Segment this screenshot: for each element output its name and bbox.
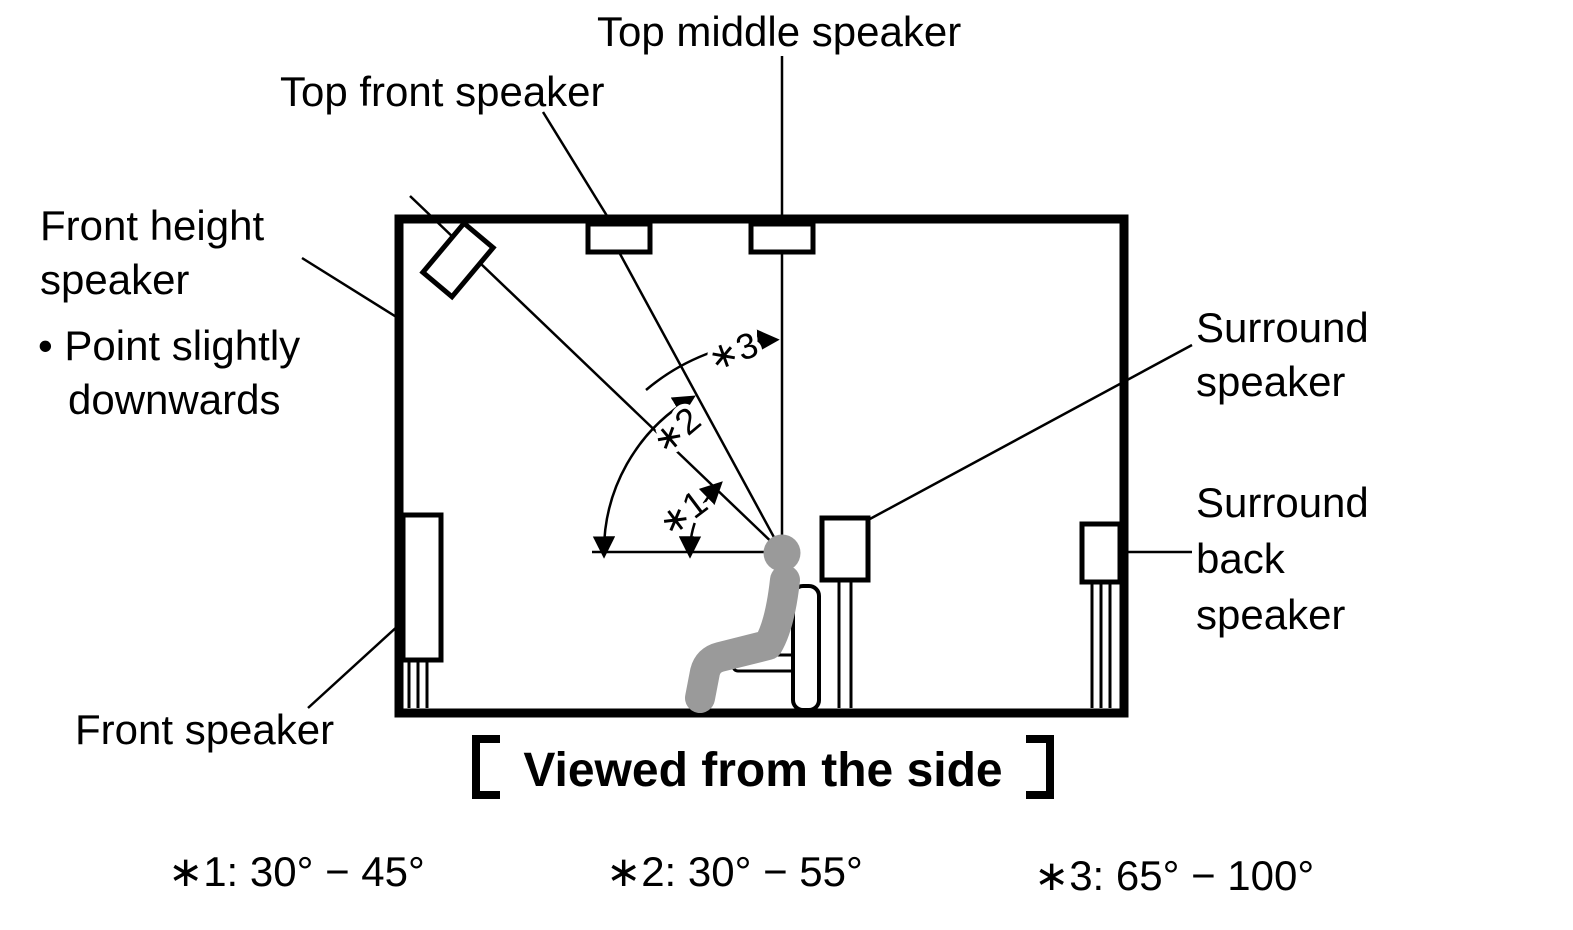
leader-surround [867,343,1193,522]
label-top-middle-speaker: Top middle speaker [597,8,961,55]
legend-item-1: ∗1: 30° − 45° [168,848,425,895]
label-top-front-speaker: Top front speaker [280,68,605,115]
caption: Viewed from the side [472,735,1054,799]
angle-arc-2 [592,395,696,559]
leader-top-front [541,111,614,225]
ray-top-front [617,251,784,553]
front-speaker-box [400,512,444,663]
label-surround-line2: speaker [1196,358,1345,405]
note-front-height-line2: downwards [68,376,280,423]
top-front-speaker-box [585,221,653,255]
listener-figure [685,534,801,713]
listener-head [763,534,801,572]
front-height-speaker-box [419,219,497,301]
leader-front-height [301,256,399,320]
surround-speaker-box [819,515,871,583]
front-speaker-stand [407,660,429,708]
caption-text: Viewed from the side [523,744,1002,797]
label-front-speaker: Front speaker [75,706,334,753]
surround-back-speaker-box [1079,521,1123,585]
note-front-height: • Point slightly downwards [38,322,300,423]
label-surround-back-line1: Surround [1196,479,1369,526]
label-front-height-speaker: Front height speaker [40,202,264,303]
label-front-height-line2: speaker [40,256,189,303]
note-front-height-line1: • Point slightly [38,322,300,369]
top-middle-speaker-box [748,221,816,255]
caption-bracket-left [472,735,500,799]
label-front-height-line1: Front height [40,202,264,249]
listener-body [685,565,800,713]
label-surround-back-line2: back [1196,535,1286,582]
legend-item-2: ∗2: 30° − 55° [606,848,863,895]
angle-arc-3 [645,329,780,391]
label-surround-line1: Surround [1196,304,1369,351]
label-surround-back-line3: speaker [1196,591,1345,638]
label-surround-back-speaker: Surround back speaker [1196,479,1369,638]
label-surround-speaker: Surround speaker [1196,304,1369,405]
surround-back-speaker-stand [1090,582,1112,708]
leader-front-speaker [307,623,401,709]
angle-legend: ∗1: 30° − 45° ∗2: 30° − 55° ∗3: 65° − 10… [168,848,1314,899]
legend-item-3: ∗3: 65° − 100° [1034,852,1314,899]
surround-speaker-stand [837,580,853,708]
caption-bracket-right [1026,735,1054,799]
